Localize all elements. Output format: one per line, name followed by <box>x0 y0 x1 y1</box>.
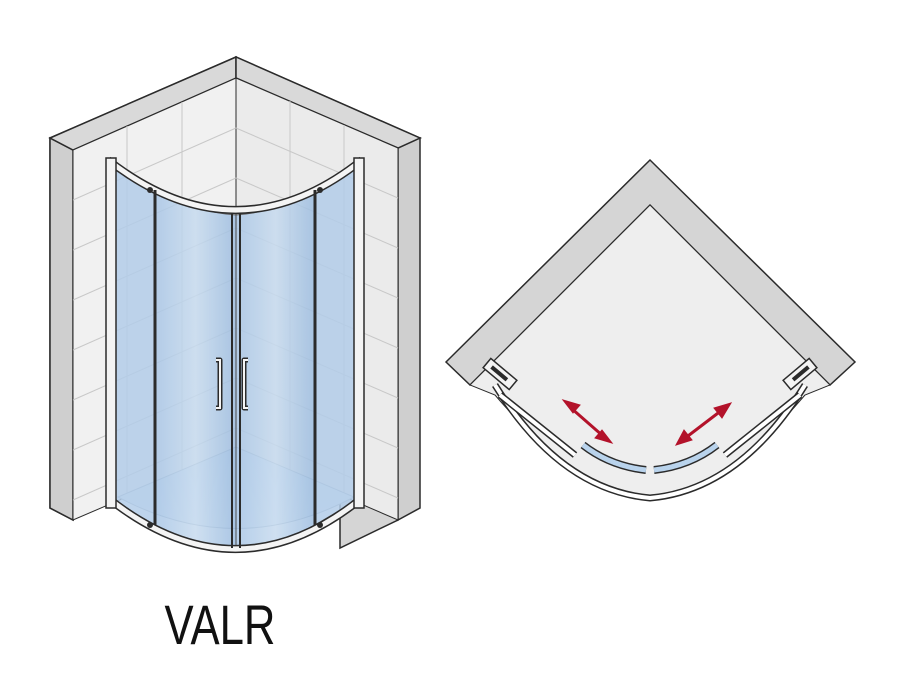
wall-profile-right <box>353 157 365 509</box>
roller-icon <box>147 522 153 528</box>
shower-3d-view <box>48 55 422 553</box>
glass-panel-left-fixed <box>111 164 156 526</box>
glass-door-left <box>154 189 237 549</box>
left-wall <box>49 136 74 522</box>
right-wall <box>397 136 421 522</box>
plan-bracket-right <box>782 357 818 391</box>
rotation_arrow_right-icon <box>674 402 733 446</box>
rotation_arrow_left-icon <box>561 399 614 444</box>
shower-plan-view <box>444 158 857 502</box>
roller-icon <box>317 522 323 528</box>
roller-icon <box>317 187 323 193</box>
model-label: VALR <box>164 593 276 656</box>
roller-icon <box>147 187 153 193</box>
door-handles <box>216 357 248 411</box>
wall-profile-left <box>105 157 117 509</box>
plan-bracket-left <box>482 357 518 391</box>
plan-floor <box>469 204 831 496</box>
glass-door-right <box>235 189 316 549</box>
glass-panel-right-fixed <box>314 164 358 526</box>
